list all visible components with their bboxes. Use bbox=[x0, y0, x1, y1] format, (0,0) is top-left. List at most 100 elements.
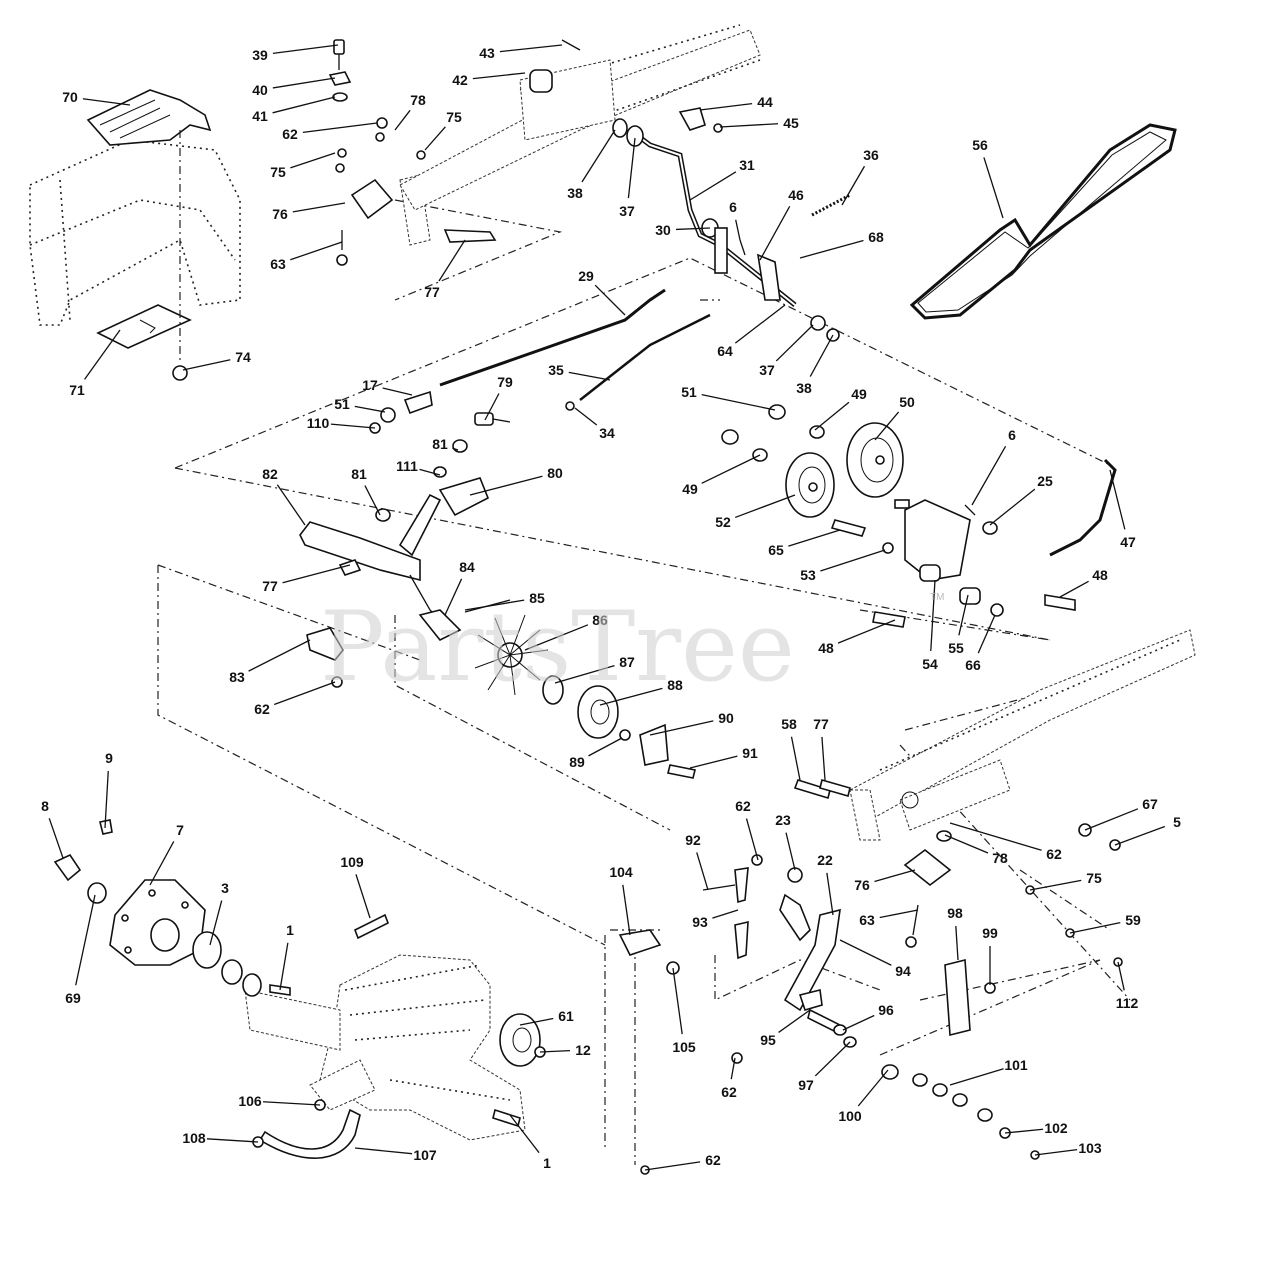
callout-leader bbox=[354, 405, 386, 413]
spacer-87 bbox=[542, 675, 564, 705]
callout-leader bbox=[701, 454, 761, 484]
fan-86 bbox=[474, 614, 549, 696]
callout-leader bbox=[644, 1161, 701, 1171]
callout-label-86: 86 bbox=[592, 612, 608, 628]
callout-label-111: 111 bbox=[396, 458, 418, 474]
callout-label-98: 98 bbox=[947, 905, 963, 921]
callout-leader bbox=[382, 387, 413, 396]
callout-label-6: 6 bbox=[729, 199, 737, 215]
callout-leader bbox=[149, 841, 175, 886]
callout-label-112: 112 bbox=[1116, 995, 1139, 1011]
callout-label-38: 38 bbox=[796, 380, 812, 396]
knob-23 bbox=[787, 867, 803, 883]
callout-leader bbox=[272, 96, 336, 114]
spacer-55 bbox=[959, 587, 981, 605]
callout-label-71: 71 bbox=[69, 382, 85, 398]
bracket-83 bbox=[306, 627, 344, 661]
callout-label-102: 102 bbox=[1044, 1120, 1068, 1136]
callout-label-80: 80 bbox=[547, 465, 563, 481]
callout-label-110: 110 bbox=[307, 415, 330, 431]
callout-label-49: 49 bbox=[682, 481, 698, 497]
callout-label-47: 47 bbox=[1120, 534, 1136, 550]
callout-leader bbox=[588, 737, 623, 757]
callout-label-99: 99 bbox=[982, 925, 998, 941]
callout-label-65: 65 bbox=[768, 542, 784, 558]
callout-label-104: 104 bbox=[609, 864, 633, 880]
callout-leader bbox=[1114, 825, 1166, 846]
watermark-tm: TM bbox=[930, 592, 944, 603]
callout-leader bbox=[971, 445, 1007, 506]
callout-label-63: 63 bbox=[270, 256, 286, 272]
callout-label-62: 62 bbox=[721, 1084, 737, 1100]
callout-label-87: 87 bbox=[619, 654, 635, 670]
pin-109 bbox=[353, 913, 390, 940]
callout-leader bbox=[874, 411, 900, 441]
callout-leader bbox=[622, 884, 631, 936]
callout-leader bbox=[977, 614, 996, 654]
lever-82 bbox=[299, 521, 421, 582]
callout-leader bbox=[568, 371, 611, 381]
bracket-76b bbox=[903, 848, 952, 887]
callout-label-78: 78 bbox=[410, 92, 426, 108]
callout-label-54: 54 bbox=[922, 656, 938, 672]
hose-107 bbox=[258, 1108, 361, 1159]
callout-leader bbox=[712, 909, 739, 919]
callout-leader bbox=[788, 529, 841, 547]
callout-leader bbox=[983, 157, 1004, 219]
callout-label-97: 97 bbox=[798, 1077, 814, 1093]
mount-lower-right bbox=[881, 957, 1123, 1160]
callout-label-44: 44 bbox=[757, 94, 773, 110]
callout-label-6: 6 bbox=[1008, 427, 1016, 443]
callout-label-46: 46 bbox=[788, 187, 804, 203]
callout-label-76: 76 bbox=[272, 206, 288, 222]
bolt-74 bbox=[172, 365, 188, 381]
callout-label-3: 3 bbox=[221, 880, 229, 896]
callout-leader bbox=[104, 770, 109, 829]
callout-label-77: 77 bbox=[813, 716, 829, 732]
bracket-104 bbox=[618, 929, 662, 956]
callout-label-61: 61 bbox=[558, 1008, 574, 1024]
callout-label-105: 105 bbox=[672, 1039, 696, 1055]
callout-label-67: 67 bbox=[1142, 796, 1158, 812]
callout-label-77: 77 bbox=[262, 578, 278, 594]
callout-leader bbox=[949, 1068, 1004, 1086]
spacer-42 bbox=[529, 69, 553, 93]
callout-leader bbox=[206, 1138, 259, 1143]
callout-leader bbox=[554, 665, 615, 684]
callout-label-107: 107 bbox=[413, 1147, 437, 1163]
callout-leader bbox=[469, 475, 543, 496]
callout-label-92: 92 bbox=[685, 832, 701, 848]
arm-54 bbox=[904, 499, 971, 581]
fan-pulley-stack bbox=[306, 599, 696, 779]
callout-leader bbox=[519, 1017, 554, 1026]
callout-leader bbox=[730, 1057, 736, 1080]
callout-label-29: 29 bbox=[578, 268, 594, 284]
callout-leader bbox=[675, 227, 711, 231]
callout-leader bbox=[778, 1009, 811, 1033]
callout-leader bbox=[790, 736, 801, 781]
shift-linkage bbox=[439, 118, 851, 411]
collar-84 bbox=[418, 609, 462, 642]
callout-label-75: 75 bbox=[270, 164, 286, 180]
callout-leader bbox=[857, 1069, 889, 1107]
callout-leader bbox=[814, 1041, 851, 1077]
callout-leader bbox=[989, 488, 1036, 526]
callout-leader bbox=[472, 72, 526, 80]
callout-label-70: 70 bbox=[62, 89, 78, 105]
callout-label-90: 90 bbox=[718, 710, 734, 726]
callout-leader bbox=[649, 720, 714, 736]
callout-leader bbox=[330, 423, 376, 429]
callout-leader bbox=[438, 239, 466, 282]
callout-leader bbox=[1084, 808, 1139, 831]
callout-leader bbox=[699, 102, 753, 111]
callout-label-62: 62 bbox=[705, 1152, 721, 1168]
callout-leader bbox=[279, 942, 289, 991]
bracket-44 bbox=[678, 107, 706, 131]
callout-leader bbox=[826, 872, 834, 916]
callout-label-52: 52 bbox=[715, 514, 731, 530]
callout-label-39: 39 bbox=[252, 47, 268, 63]
callout-leader bbox=[594, 284, 626, 316]
callout-label-79: 79 bbox=[497, 374, 513, 390]
callout-leader bbox=[290, 241, 343, 261]
